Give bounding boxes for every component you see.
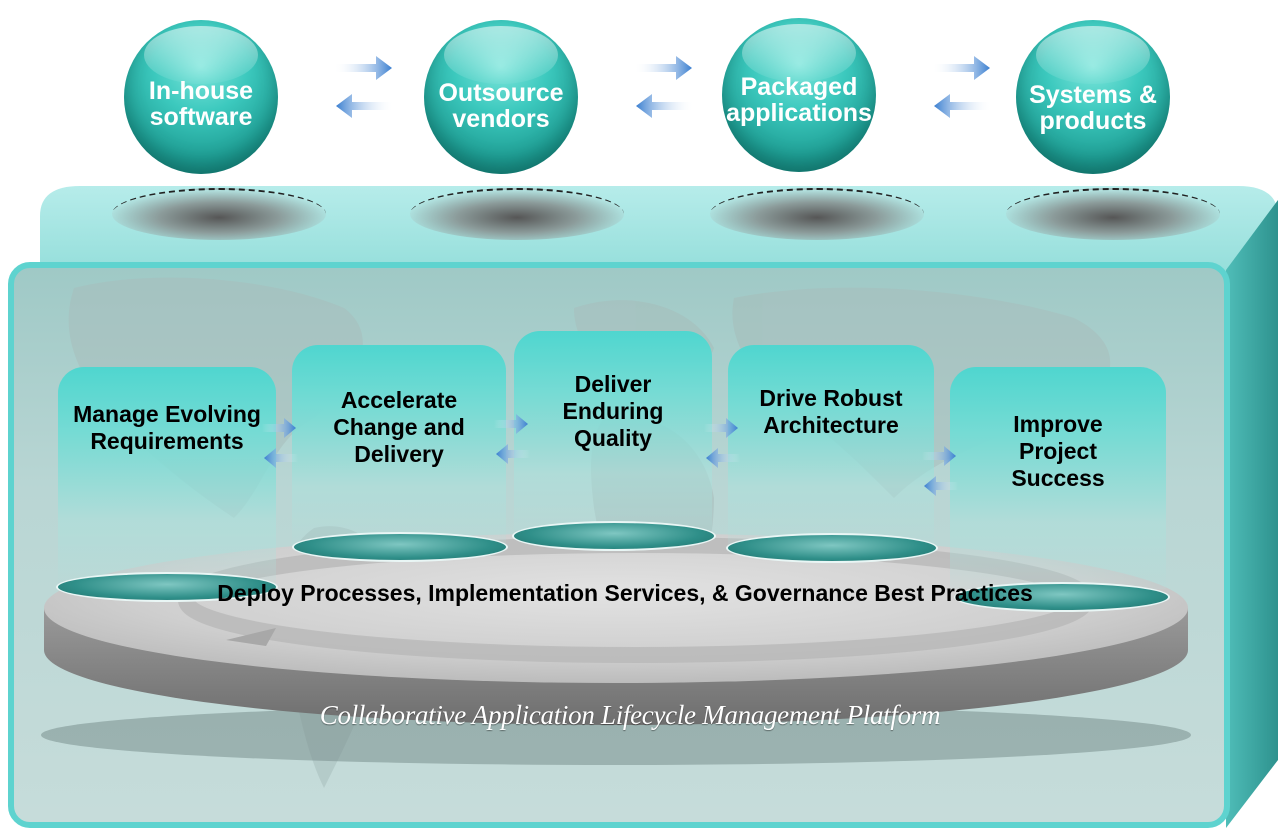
bidirectional-arrow-icon <box>262 418 298 468</box>
pillar-accelerate-change-delivery: Accelerate Change and Delivery <box>292 345 506 547</box>
platform-services-text: Deploy Processes, Implementation Service… <box>217 580 1033 606</box>
bidirectional-arrow-icon <box>334 56 394 118</box>
pillar-improve-project-success: Improve Project Success <box>950 367 1166 589</box>
source-label: Outsource vendors <box>438 79 564 133</box>
pillar-base <box>726 533 938 563</box>
pillar-label: Accelerate Change and Delivery <box>333 387 465 467</box>
source-label: Systems & products <box>1029 81 1157 135</box>
pillar-base <box>292 532 508 562</box>
sphere-base-disk <box>710 188 924 240</box>
source-label: Packaged applications <box>726 73 872 127</box>
base-block-side <box>1226 200 1278 828</box>
sphere-base-disk <box>410 188 624 240</box>
pillar-base <box>954 582 1170 612</box>
source-label: In-house software <box>148 77 254 131</box>
bidirectional-arrow-icon <box>932 56 992 118</box>
pillar-label: Drive Robust Architecture <box>759 385 903 438</box>
pillar-base <box>512 521 716 551</box>
bidirectional-arrow-icon <box>634 56 694 118</box>
bidirectional-arrow-icon <box>704 418 740 468</box>
pillar-base <box>56 572 278 602</box>
pillar-manage-evolving-requirements: Manage Evolving Requirements <box>58 367 276 587</box>
source-in-house-software: In-house software <box>124 20 278 174</box>
bidirectional-arrow-icon <box>922 446 958 496</box>
pillar-label: Deliver Enduring Quality <box>562 371 664 451</box>
pillar-label: Manage Evolving Requirements <box>73 401 261 454</box>
sphere-base-disk <box>1006 188 1220 240</box>
bidirectional-arrow-icon <box>494 414 530 464</box>
pillar-drive-robust-architecture: Drive Robust Architecture <box>728 345 934 547</box>
sphere-base-disk <box>112 188 326 240</box>
pillar-label: Improve Project Success <box>1011 411 1105 491</box>
pillar-deliver-enduring-quality: Deliver Enduring Quality <box>514 331 712 536</box>
platform-caption: Collaborative Application Lifecycle Mana… <box>319 700 941 730</box>
source-outsource-vendors: Outsource vendors <box>424 20 578 174</box>
source-systems-products: Systems & products <box>1016 20 1170 174</box>
source-packaged-applications: Packaged applications <box>722 18 876 172</box>
